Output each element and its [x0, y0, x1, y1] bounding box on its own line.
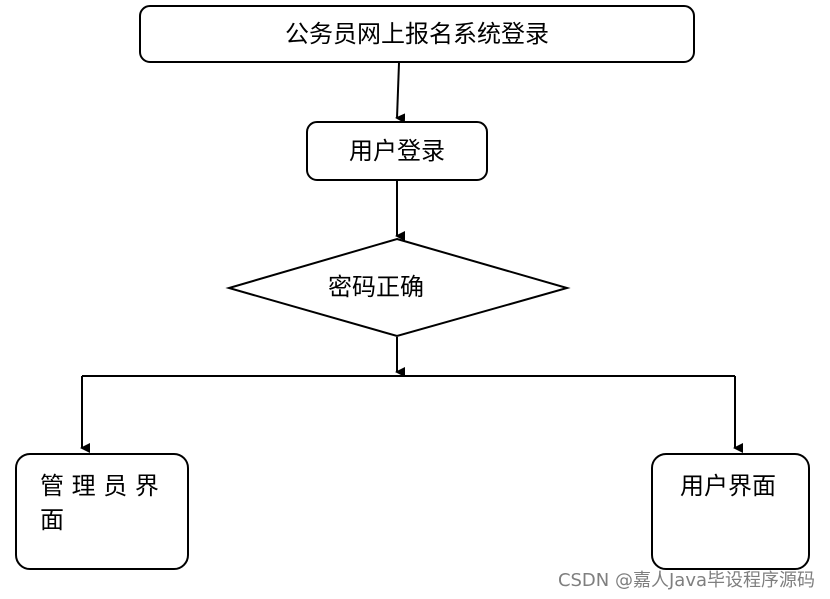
- password-check-node: 密码正确: [225, 237, 571, 338]
- system-login-node: 公务员网上报名系统登录: [139, 5, 695, 63]
- user-login-node: 用户登录: [306, 121, 488, 181]
- system-login-box: [139, 5, 695, 63]
- admin-page-label-line2: 面: [40, 506, 64, 534]
- edge-system-to-user-login: [395, 62, 406, 124]
- password-check-diamond: [225, 237, 571, 338]
- csdn-watermark: CSDN @嘉人Java毕设程序源码: [558, 570, 815, 591]
- user-page-label: 用户界面: [680, 472, 776, 500]
- user-login-label: 用户登录: [349, 137, 445, 165]
- admin-page-label-line1: 管 理 员 界: [40, 472, 159, 500]
- system-login-label: 公务员网上报名系统登录: [285, 20, 549, 48]
- user-page-box: [651, 453, 810, 570]
- admin-page-node: 管 理 员 界 面: [15, 453, 189, 570]
- admin-page-box: [15, 453, 189, 570]
- user-login-box: [306, 121, 488, 181]
- user-page-node: 用户界面: [651, 453, 810, 570]
- password-check-label: 密码正确: [328, 273, 424, 301]
